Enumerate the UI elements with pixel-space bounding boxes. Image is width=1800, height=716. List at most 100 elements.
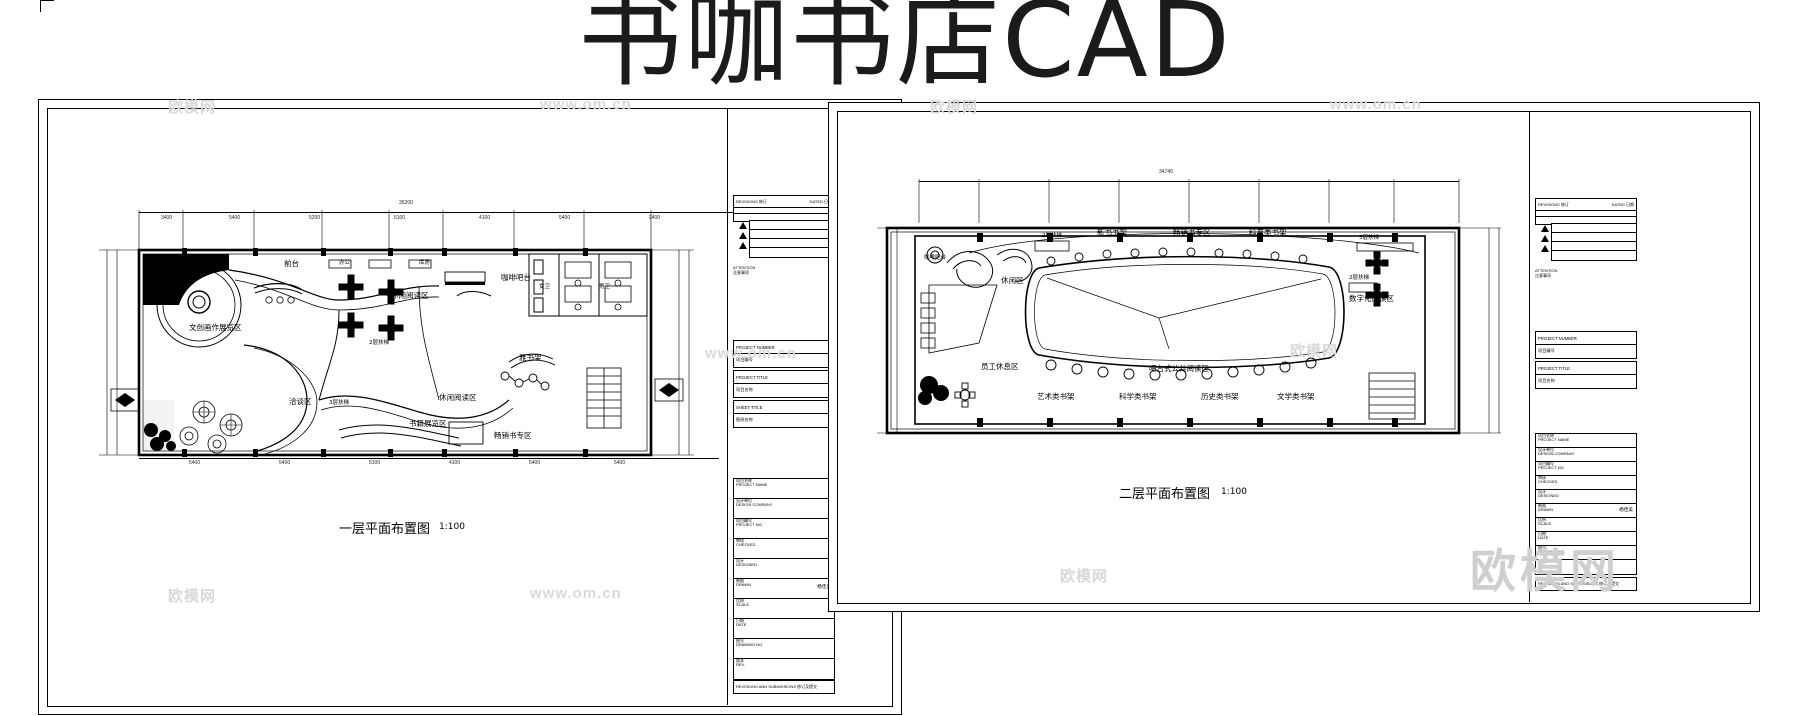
tb2-row-label-3: 审核 CHECKED — [1538, 476, 1558, 485]
crop-mark-2 — [40, 0, 54, 1]
room-label-negotiation: 洽谈区 — [289, 397, 312, 406]
sheet-floor-2: 34740 — [828, 102, 1760, 612]
room-label-coffee-bar: 咖啡吧台 — [501, 273, 531, 282]
floor-1-plan-graphics — [99, 210, 694, 457]
floor-2-scale: 1:100 — [1221, 487, 1247, 497]
room-label-art-shelf: 艺术类书架 — [1037, 392, 1075, 401]
crop-mark — [40, 0, 41, 12]
room-label-bar-public-reading: 吧台式公共阅读区 — [1149, 364, 1209, 373]
revision-triangle-1 — [739, 222, 747, 229]
dim-line-top — [139, 212, 739, 213]
page-title: 书咖书店CAD — [578, 0, 1232, 101]
revision-header-right: DATED 日期 — [809, 199, 832, 204]
project-title-block: PROJECT TITLE 项目名称 — [733, 370, 835, 398]
project-title-block-2: PROJECT TITLE 项目名称 — [1535, 361, 1637, 389]
revision-header-block-2: REVISIONS 修订 DATED 日期 — [1535, 198, 1637, 225]
room-label-bestseller: 畅销书专区 — [494, 431, 532, 440]
tb2-row-label-4: 设计 DESIGNED — [1538, 490, 1559, 499]
tb2-row-label-6: 比例 SCALE — [1538, 518, 1552, 527]
dim-bottom-1: 5400 — [189, 460, 201, 466]
project-title-value-2: 项目名称 — [1538, 378, 1555, 383]
revision-header-block: REVISIONS 修订 DATED 日期 — [733, 195, 835, 222]
tb-row-label-7: 日期 DATE — [736, 619, 747, 628]
tb-row-label-0: 项目名称 PROJECT NAME — [736, 479, 768, 488]
revision-header-left: REVISIONS 修订 — [736, 199, 767, 204]
project-number-label-2: PROJECT NUMBER — [1538, 336, 1577, 341]
dim-top-4: 5100 — [394, 215, 406, 221]
tb2-row-label-0: 项目名称 PROJECT NAME — [1538, 434, 1570, 443]
attention-label-2: ATTENTION 注意事项 — [1535, 268, 1558, 278]
sheet-floor-1: 35200 3400 5400 5200 5100 4100 5400 2400… — [38, 99, 902, 715]
titleblock-footer-text: REVISIONS AND SUBMISSIONS 修订及提交 — [736, 684, 818, 689]
titleblock-info-table: 项目名称 PROJECT NAME 设计单位 DESIGN COMPANY 项目… — [733, 478, 835, 680]
tb2-row-label-8: 图号 DRAWING NO. — [1538, 546, 1566, 555]
floor-2-plan-graphics — [877, 179, 1501, 435]
room-label-leisure-area: 休闲区 — [1001, 276, 1024, 285]
tb2-row-label-9: 版本 REV. — [1538, 560, 1547, 569]
tb-row-label-6: 比例 SCALE — [736, 599, 750, 608]
floor-1-caption: 一层平面布置图 — [339, 522, 431, 537]
room-label-new-books: 新书书架 — [1097, 228, 1127, 237]
dim-top-3: 5200 — [309, 215, 321, 221]
room-label-womens-room: 女卫 — [539, 284, 551, 290]
overall-dimension-2: 34740 — [1159, 169, 1173, 175]
room-label-leisure-reading-1: 休闲阅读区 — [391, 291, 429, 300]
tb2-row-label-5: 制图 DRAWN — [1538, 504, 1553, 513]
project-title-value: 项目名称 — [736, 387, 753, 392]
room-label-leisure-reading-2: 休闲阅读区 — [439, 393, 477, 402]
attention-block: ATTENTION 注意事项 — [733, 265, 833, 325]
tb2-row-label-7: 日期 DATE — [1538, 532, 1549, 541]
revision-rows-block — [749, 220, 835, 258]
project-title-label-2: PROJECT TITLE — [1538, 366, 1570, 371]
dim-top-6: 5400 — [559, 215, 571, 221]
room-label-escalator-2f-a: 2层扶梯 — [1042, 233, 1062, 239]
room-label-staff-rest: 员工休息区 — [981, 362, 1019, 371]
room-label-literature-shelf: 文学类书架 — [1277, 392, 1315, 401]
room-label-escalator-2f-b: 2层扶梯 — [1349, 275, 1369, 281]
tb-row-label-2: 项目编号 PROJECT NO. — [736, 519, 763, 528]
room-label-mens-room: 男卫 — [599, 284, 611, 290]
titleblock-footer-2: REVISIONS AND SUBMISSIONS 修订及提交 — [1535, 577, 1637, 591]
room-label-digital-reading: 数字化阅读区 — [1349, 294, 1394, 303]
dim-top-1: 3400 — [161, 215, 173, 221]
room-label-bestseller-2: 畅销书专区 — [1173, 228, 1211, 237]
sheet-2-divider — [1529, 111, 1530, 602]
revision-triangle-2-3 — [1541, 245, 1549, 252]
room-label-science-shelf: 科学类书架 — [1119, 392, 1157, 401]
revision-header-left-2: REVISIONS 修订 — [1538, 202, 1569, 207]
tb-row-label-5: 制图 DRAWN — [736, 579, 751, 588]
tb-row-label-3: 审核 CHECKED — [736, 539, 756, 548]
revision-triangle-3 — [739, 242, 747, 249]
room-label-office: 办公 — [339, 260, 351, 266]
room-label-escalator-2f: 2层扶梯 — [369, 340, 389, 346]
dim-bottom-4: 4100 — [449, 460, 461, 466]
tb-row-label-8: 图号 DRAWING NO. — [736, 639, 764, 648]
dim-line-bottom — [139, 458, 719, 459]
tb-row-value-5: 杨佳美 — [817, 584, 831, 589]
revision-header-right-2: DATED 日期 — [1611, 202, 1634, 207]
floor-1-scale: 1:100 — [439, 522, 465, 532]
dim-top-2: 5400 — [229, 215, 241, 221]
revision-triangle-2 — [739, 232, 747, 239]
room-label-creative-exhibition: 文创画作展览区 — [189, 323, 242, 332]
room-label-book-exhibition: 书籍展览区 — [409, 419, 447, 428]
tb-row-label-1: 设计单位 DESIGN COMPANY — [736, 499, 773, 508]
project-number-label: PROJECT NUMBER — [736, 345, 775, 350]
room-label-escalator-3f: 3层扶梯 — [329, 400, 349, 406]
room-label-history-shelf: 历史类书架 — [1201, 392, 1239, 401]
room-label-elegant-shelf: 雅书架 — [519, 353, 542, 362]
sheet-title-block: SHEET TITLE 图纸名称 — [733, 400, 835, 428]
attention-block-2: ATTENTION 注意事项 — [1535, 268, 1635, 328]
titleblock-footer: REVISIONS AND SUBMISSIONS 修订及提交 — [733, 680, 835, 694]
project-title-label: PROJECT TITLE — [736, 375, 768, 380]
tb2-row-value-5: 杨佳美 — [1619, 507, 1633, 512]
revision-rows-block-2 — [1551, 223, 1637, 261]
project-number-block: PROJECT NUMBER 项目编号 — [733, 340, 835, 368]
dim-top-7: 2400 — [649, 215, 661, 221]
sheet-2-border — [837, 111, 1751, 604]
room-label-storage: 库房 — [419, 260, 431, 266]
tb-row-label-4: 设计 DESIGNED — [736, 559, 757, 568]
attention-label: ATTENTION 注意事项 — [733, 265, 756, 275]
sheet-1-divider — [727, 108, 728, 705]
